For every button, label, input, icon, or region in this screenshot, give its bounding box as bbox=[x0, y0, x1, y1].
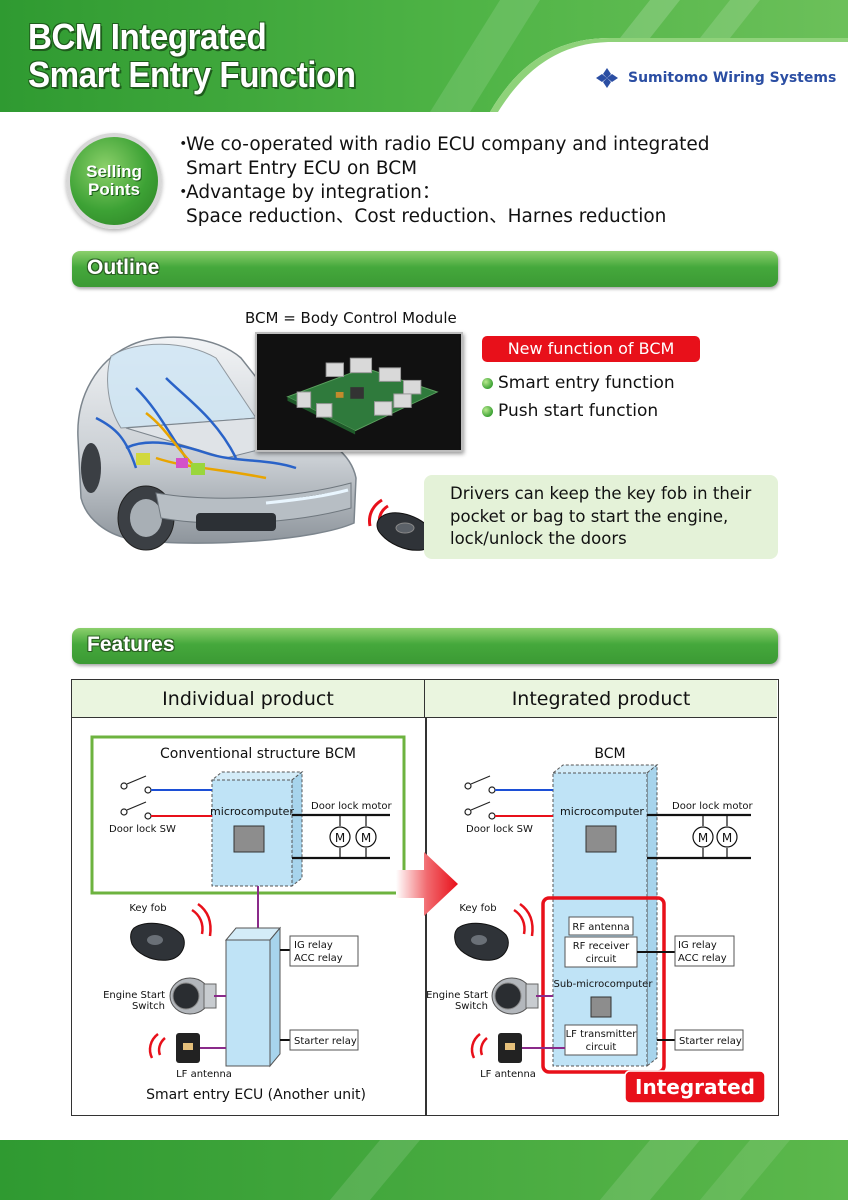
point-text: Smart Entry ECU on BCM bbox=[186, 158, 418, 179]
page-header: BCM Integrated Smart Entry Function Sumi… bbox=[0, 0, 848, 112]
function-item: Smart entry function bbox=[482, 373, 675, 393]
title-line-2: Smart Entry Function bbox=[28, 54, 356, 95]
function-label: Smart entry function bbox=[498, 373, 675, 393]
point-text: Advantage by integration： bbox=[186, 182, 441, 203]
column-header-integrated: Integrated product bbox=[425, 680, 777, 718]
selling-points-badge: Selling Points bbox=[66, 133, 162, 229]
bullet: ・ bbox=[174, 134, 193, 155]
bullet: ・ bbox=[174, 182, 193, 203]
callout-line: pocket or bag to start the engine, bbox=[450, 506, 729, 526]
column-divider bbox=[425, 718, 427, 1115]
selling-point: ・Advantage by integration： Space reducti… bbox=[174, 181, 710, 229]
title-line-1: BCM Integrated bbox=[28, 16, 267, 57]
car-illustration bbox=[77, 336, 357, 551]
section-title: Features bbox=[87, 633, 175, 656]
point-text: Space reduction、Cost reduction、Harnes re… bbox=[186, 206, 667, 227]
bcm-photo bbox=[255, 332, 463, 452]
callout-line: lock/unlock the doors bbox=[450, 529, 627, 548]
company-name: Sumitomo Wiring Systems bbox=[628, 70, 837, 86]
company-logo: Sumitomo Wiring Systems bbox=[592, 67, 836, 89]
page-footer bbox=[0, 1140, 848, 1200]
function-label: Push start function bbox=[498, 401, 659, 421]
header-background bbox=[0, 0, 848, 112]
features-comparison-table: Individual product Integrated product bbox=[71, 679, 779, 1116]
key-fob-callout: Drivers can keep the key fob in their po… bbox=[424, 475, 778, 559]
features-section-header: Features bbox=[72, 628, 778, 664]
sumitomo-logo-icon bbox=[596, 68, 618, 88]
section-title: Outline bbox=[87, 256, 160, 279]
outline-section-header: Outline bbox=[72, 251, 778, 287]
green-bullet-icon bbox=[482, 405, 493, 417]
page-title: BCM Integrated Smart Entry Function bbox=[28, 18, 356, 94]
green-bullet-icon bbox=[482, 377, 493, 389]
function-item: Push start function bbox=[482, 401, 658, 421]
column-header-individual: Individual product bbox=[72, 680, 425, 718]
new-function-badge: New function of BCM bbox=[482, 336, 700, 362]
selling-point: ・We co-operated with radio ECU company a… bbox=[174, 133, 710, 181]
point-text: We co-operated with radio ECU company an… bbox=[186, 134, 710, 155]
selling-points-list: ・We co-operated with radio ECU company a… bbox=[174, 133, 710, 229]
badge-line-1: Selling bbox=[86, 162, 142, 181]
bcm-definition: BCM = Body Control Module bbox=[245, 309, 457, 327]
callout-line: Drivers can keep the key fob in their bbox=[450, 484, 752, 503]
key-fob-icon bbox=[368, 498, 434, 551]
badge-line-2: Points bbox=[88, 180, 140, 199]
